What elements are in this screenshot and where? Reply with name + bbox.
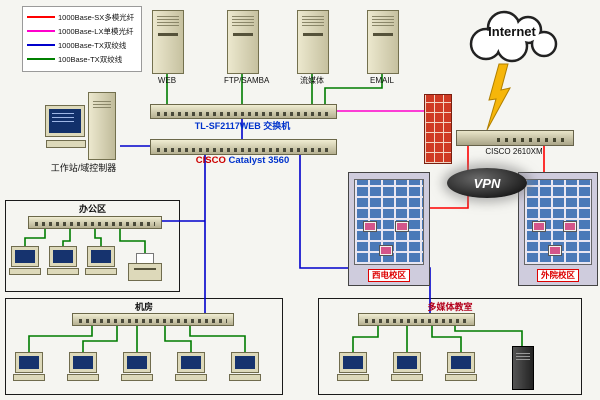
multimedia-pc xyxy=(336,352,370,393)
machine-room-pc xyxy=(12,352,46,393)
office-pc xyxy=(8,246,42,287)
pc-keyboard xyxy=(391,374,423,381)
vpn-ellipse: VPN xyxy=(447,168,527,198)
legend-item: 1000Base-LX单模光纤 xyxy=(25,24,139,38)
terminal-icon xyxy=(395,221,409,232)
pc-screen xyxy=(15,352,43,373)
workstation-monitor xyxy=(45,105,85,137)
server-tower-streaming xyxy=(297,10,329,74)
firewall xyxy=(424,94,452,164)
server-tower-web xyxy=(152,10,184,74)
pc-keyboard xyxy=(445,374,477,381)
workstation-tower xyxy=(88,92,116,160)
vpn-label: VPN xyxy=(473,175,501,191)
pc-screen xyxy=(177,352,205,373)
internet-label: Internet xyxy=(488,24,536,39)
pc-screen xyxy=(11,246,39,267)
office-pc xyxy=(84,246,118,287)
router-cisco-2610xm xyxy=(456,130,574,146)
machine-room-switch xyxy=(72,313,234,326)
pc-screen xyxy=(69,352,97,373)
terminal-icon xyxy=(379,245,393,256)
pc-keyboard xyxy=(337,374,369,381)
terminal-icon xyxy=(548,245,562,256)
legend-item: 1000Base-TX双绞线 xyxy=(25,38,139,52)
pc-keyboard xyxy=(13,374,45,381)
pc-keyboard xyxy=(47,268,79,275)
multimedia-pc xyxy=(390,352,424,393)
pc-screen xyxy=(231,352,259,373)
machine-room-label: 机房 xyxy=(134,302,153,312)
legend-label: 100Base-TX双绞线 xyxy=(58,54,123,64)
pc-screen xyxy=(447,352,475,373)
catalyst-brand: CISCO xyxy=(195,155,226,166)
pc-keyboard xyxy=(85,268,117,275)
multimedia-switch xyxy=(358,313,475,326)
multimedia-room-box xyxy=(318,298,582,395)
campus-building-xidian: 西电校区 xyxy=(348,172,430,286)
printer xyxy=(128,253,162,281)
green-utp-links xyxy=(24,72,523,355)
pc-screen xyxy=(87,246,115,267)
server-label: 流媒体 xyxy=(300,76,324,85)
terminal-icon xyxy=(363,221,377,232)
pc-screen xyxy=(49,246,77,267)
server-tower-email xyxy=(367,10,399,74)
switch-tl-sf2117web-label: TL-SF2117WEB 交换机 xyxy=(194,121,291,131)
machine-room-pc xyxy=(174,352,208,393)
podium-device xyxy=(512,346,534,390)
legend-label: 1000Base-LX单模光纤 xyxy=(58,26,134,36)
machine-room-pc xyxy=(120,352,154,393)
multimedia-room-label: 多媒体教室 xyxy=(427,302,473,312)
campus-label: 外院校区 xyxy=(536,269,580,282)
catalyst-model: Catalyst 3560 xyxy=(225,155,290,166)
legend-label: 1000Base-TX双绞线 xyxy=(58,40,127,50)
pc-keyboard xyxy=(175,374,207,381)
multimedia-pc xyxy=(444,352,478,393)
office-switch xyxy=(28,216,162,229)
pc-screen xyxy=(339,352,367,373)
pc-screen xyxy=(393,352,421,373)
pc-keyboard xyxy=(67,374,99,381)
workstation-keyboard xyxy=(46,140,86,148)
pc-keyboard xyxy=(9,268,41,275)
office-pc xyxy=(46,246,80,287)
legend-line-magenta xyxy=(27,30,55,32)
legend-line-red xyxy=(27,16,55,18)
internet-cloud xyxy=(469,10,558,63)
pc-keyboard xyxy=(229,374,261,381)
legend-line-green xyxy=(27,58,55,60)
machine-room-pc xyxy=(66,352,100,393)
lightning-icon xyxy=(486,63,511,131)
machine-room-box xyxy=(5,298,283,395)
legend-item: 100Base-TX双绞线 xyxy=(25,52,139,66)
pc-keyboard xyxy=(121,374,153,381)
machine-room-pc xyxy=(228,352,262,393)
campus-building-waiyuan: 外院校区 xyxy=(518,172,598,286)
terminal-icon xyxy=(532,221,546,232)
multimode-fiber-links xyxy=(430,144,545,209)
router-label: CISCO 2610XM xyxy=(485,147,543,156)
server-label: EMAIL xyxy=(369,76,394,85)
building-windows xyxy=(524,179,592,265)
switch-cisco-catalyst-3560 xyxy=(150,139,337,155)
legend-label: 1000Base-SX多模光纤 xyxy=(58,12,135,22)
server-tower-ftp-samba xyxy=(227,10,259,74)
workstation-label: 工作站/域控制器 xyxy=(50,163,117,173)
legend-item: 1000Base-SX多模光纤 xyxy=(25,10,139,24)
legend-line-blue xyxy=(27,44,55,46)
switch-tl-sf2117web xyxy=(150,104,337,119)
pc-screen xyxy=(123,352,151,373)
server-label: WEB xyxy=(157,76,177,85)
printer-body xyxy=(128,263,162,281)
legend-box: 1000Base-SX多模光纤 1000Base-LX单模光纤 1000Base… xyxy=(22,6,142,72)
office-area-label: 办公区 xyxy=(78,204,106,214)
office-area-box xyxy=(5,200,180,292)
switch-catalyst-label: CISCO Catalyst 3560 xyxy=(150,155,335,166)
server-label: FTP/SAMBA xyxy=(224,76,270,85)
terminal-icon xyxy=(563,221,577,232)
campus-label: 西电校区 xyxy=(367,269,411,282)
